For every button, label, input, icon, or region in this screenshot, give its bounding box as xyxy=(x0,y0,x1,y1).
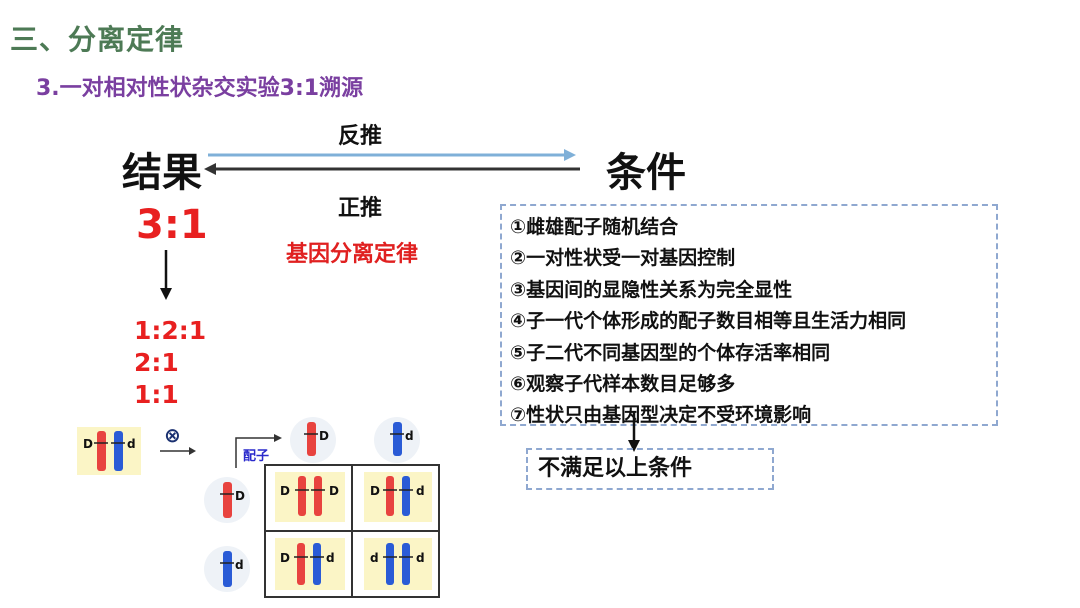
allele-label: d xyxy=(370,551,379,565)
blue-chromosome xyxy=(393,422,402,456)
allele-label: D xyxy=(280,484,290,498)
segregation-law-label: 基因分离定律 xyxy=(286,242,419,267)
blue-chromosome xyxy=(386,543,394,585)
allele-label: d xyxy=(235,558,244,572)
down-arrow xyxy=(160,250,172,300)
allele-label: D xyxy=(319,429,329,443)
allele-label: D xyxy=(329,484,339,498)
ratio-3-1: 3:1 xyxy=(136,202,208,248)
blue-chromosome xyxy=(223,551,232,587)
allele-label: D xyxy=(280,551,290,565)
gamete-label: 配子 xyxy=(243,449,270,464)
allele-label: d xyxy=(326,551,335,565)
allele-label: d xyxy=(127,437,136,451)
self-cross-symbol: ⊗ xyxy=(164,423,181,447)
red-chromosome xyxy=(97,431,106,471)
unmet-arrow xyxy=(628,412,640,452)
ratio-1-1: 1:1 xyxy=(134,380,179,409)
ratio-2-1: 2:1 xyxy=(134,348,179,377)
blue-chromosome xyxy=(402,476,410,516)
red-chromosome xyxy=(386,476,394,516)
reverse-arrow-head xyxy=(564,149,576,161)
condition-item: ②一对性状受一对基因控制 xyxy=(510,247,736,270)
condition-item: ④子一代个体形成的配子数目相等且生活力相同 xyxy=(510,310,907,333)
allele-label: d xyxy=(416,551,425,565)
grid-divider xyxy=(264,530,440,532)
punnett-cell-Dd xyxy=(275,538,345,590)
blue-chromosome xyxy=(313,543,321,585)
page-subtitle: 3.一对相对性状杂交实验3:1溯源 xyxy=(36,76,364,101)
allele-label: D xyxy=(370,484,380,498)
allele-label: D xyxy=(235,489,245,503)
allele-label: D xyxy=(83,437,93,451)
conditions-box: ①雌雄配子随机结合 ②一对性状受一对基因控制 ③基因间的显隐性关系为完全显性 ④… xyxy=(500,204,998,426)
double-arrow xyxy=(204,149,580,175)
punnett-cell-Dd xyxy=(364,472,432,522)
result-label: 结果 xyxy=(122,150,202,196)
blue-chromosome xyxy=(114,431,123,471)
allele-label: d xyxy=(405,429,414,443)
condition-item: ⑤子二代不同基因型的个体存活率相同 xyxy=(510,341,831,364)
red-chromosome xyxy=(314,476,322,516)
condition-item: ⑥观察子代样本数目足够多 xyxy=(510,372,736,395)
punnett-cell-DD xyxy=(275,472,345,522)
red-chromosome xyxy=(223,482,232,518)
allele-label: d xyxy=(416,484,425,498)
page-title: 三、分离定律 xyxy=(10,23,185,56)
red-chromosome xyxy=(298,476,306,516)
red-chromosome xyxy=(297,543,305,585)
cross-arrow xyxy=(160,447,196,455)
blue-chromosome xyxy=(402,543,410,585)
condition-label: 条件 xyxy=(606,150,686,196)
reverse-label: 反推 xyxy=(338,124,383,149)
condition-item: ①雌雄配子随机结合 xyxy=(510,216,679,238)
parent-genotype-card xyxy=(77,427,141,475)
red-chromosome xyxy=(307,422,316,456)
forward-arrow-head xyxy=(204,163,216,175)
punnett-cell-dd xyxy=(364,538,432,590)
ratio-1-2-1: 1:2:1 xyxy=(134,316,207,345)
condition-item: ⑦性状只由基因型决定不受环境影响 xyxy=(510,404,812,427)
unmet-conditions-box: 不满足以上条件 xyxy=(526,448,774,490)
condition-item: ③基因间的显隐性关系为完全显性 xyxy=(510,278,793,301)
gamete-bracket-arrow xyxy=(235,434,282,468)
forward-label: 正推 xyxy=(338,196,383,221)
